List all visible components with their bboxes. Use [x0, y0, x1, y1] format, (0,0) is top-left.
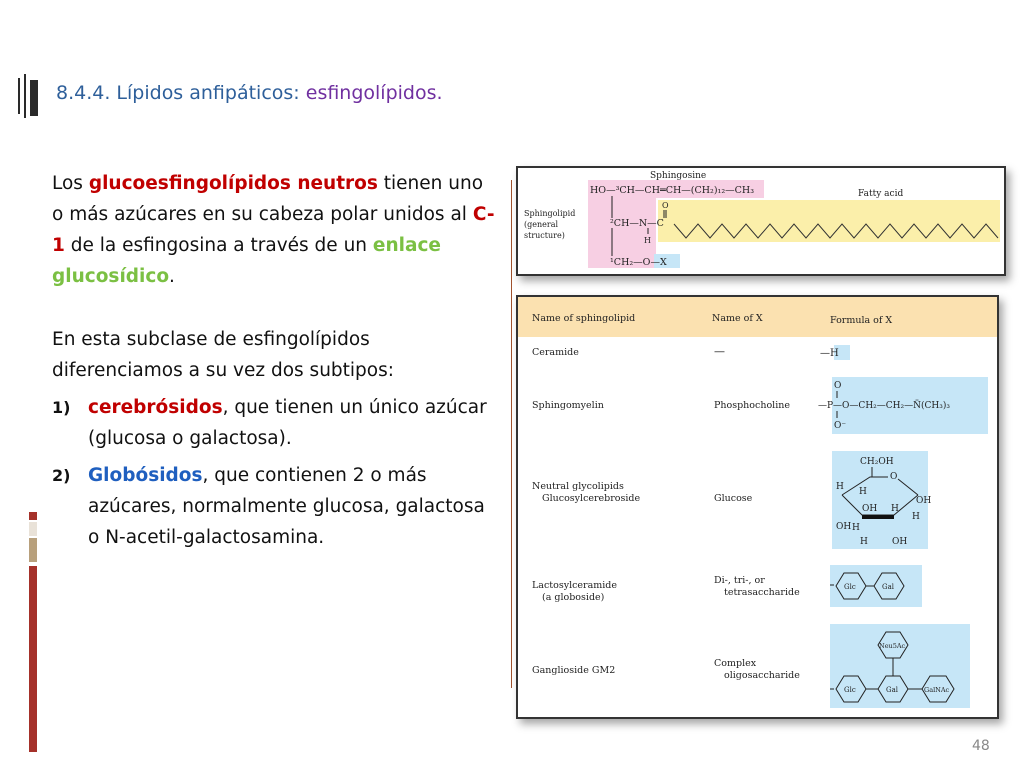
sphingolipid-structure-figure: Sphingosine Fatty acid Sphingolipid (gen…: [516, 166, 1006, 276]
svg-text:¹CH₂—O—: ¹CH₂—O—: [610, 257, 660, 268]
svg-text:Sphingolipid: Sphingolipid: [524, 209, 575, 218]
header-name: Name of sphingolipid: [532, 313, 635, 324]
svg-text:CH₂OH: CH₂OH: [860, 457, 894, 467]
hex-neu5ac: Neu5Ac: [879, 642, 906, 650]
svg-text:OH: OH: [916, 496, 931, 506]
svg-text:(general: (general: [524, 220, 558, 229]
slide-title: 8.4.4. Lípidos anfipáticos: esfingolípid…: [56, 82, 443, 104]
svg-text:H: H: [891, 504, 899, 514]
body-text: Los glucoesfingolípidos neutros tienen u…: [52, 168, 500, 553]
svg-text:OH: OH: [836, 522, 851, 532]
svg-text:OH: OH: [892, 537, 907, 547]
svg-text:H: H: [852, 523, 860, 533]
svg-text:H: H: [644, 236, 651, 245]
svg-text:Ganglioside GM2: Ganglioside GM2: [532, 665, 615, 676]
svg-text:H: H: [912, 512, 920, 522]
highlight-c1: C-1: [52, 204, 495, 256]
hex-glc-2: Glc: [844, 686, 856, 694]
decor-bar-tan: [29, 522, 37, 536]
x-group: X: [660, 257, 667, 268]
svg-text:Glucose: Glucose: [714, 493, 753, 504]
svg-text:Ceramide: Ceramide: [532, 347, 579, 358]
highlight-cerebrosidos: cerebrósidos: [88, 397, 223, 418]
highlight-glucoesfingolipidos: glucoesfingolípidos neutros: [88, 173, 378, 194]
phosphocholine-formula: —P—O—CH₂—CH₂—N̈(CH₃)₃: [818, 399, 950, 411]
decor-bar-red-top: [29, 512, 37, 520]
fatty-acid-label: Fatty acid: [858, 189, 903, 199]
svg-text:(a globoside): (a globoside): [542, 592, 604, 603]
svg-text:structure): structure): [524, 231, 565, 240]
svg-text:²CH—N—C: ²CH—N—C: [610, 218, 664, 229]
paragraph-2: En esta subclase de esfingolípidos difer…: [52, 329, 394, 381]
svg-text:Glucosylcerebroside: Glucosylcerebroside: [542, 493, 641, 504]
svg-text:—: —: [714, 345, 725, 358]
svg-text:OH: OH: [862, 504, 877, 514]
table-svg: Name of sphingolipid Name of X Formula o…: [518, 297, 997, 708]
decor-bar-beige: [29, 538, 37, 562]
list-item-2: 2)Globósidos, que contienen 2 o más azúc…: [52, 465, 485, 548]
svg-text:H: H: [836, 482, 844, 492]
header-x: Name of X: [712, 313, 763, 324]
svg-text:Sphingomyelin: Sphingomyelin: [532, 400, 604, 411]
page-number: 48: [972, 738, 990, 754]
paragraph-1: Los glucoesfingolípidos neutros tienen u…: [52, 173, 495, 287]
hex-galnac: GalNAc: [924, 686, 950, 694]
title-emphasis: esfingolípidos: [305, 82, 437, 104]
svg-text:tetrasaccharide: tetrasaccharide: [724, 587, 800, 598]
svg-text:O: O: [662, 201, 669, 210]
fatty-acid-chain: [673, 223, 999, 239]
header-formula: Formula of X: [830, 315, 892, 326]
hex-glc-1: Glc: [844, 583, 856, 591]
svg-text:O: O: [834, 381, 841, 391]
highlight-globosidos: Globósidos: [88, 465, 203, 486]
svg-text:O⁻: O⁻: [834, 421, 846, 431]
hex-gal-2: Gal: [886, 686, 899, 694]
svg-text:Neutral glycolipids: Neutral glycolipids: [532, 481, 624, 492]
ceramide-formula: —H: [820, 348, 839, 359]
svg-text:oligosaccharide: oligosaccharide: [724, 670, 800, 681]
svg-text:Lactosylceramide: Lactosylceramide: [532, 580, 617, 591]
svg-text:Complex: Complex: [714, 658, 757, 669]
hex-gal-1: Gal: [882, 583, 895, 591]
title-decoration: [18, 74, 38, 118]
highlight-enlace: enlace glucosídico: [52, 235, 441, 287]
svg-text:H: H: [859, 487, 867, 497]
svg-text:O: O: [890, 472, 897, 482]
list-item-1: 1)cerebrósidos, que tienen un único azúc…: [52, 397, 487, 449]
svg-text:Phosphocholine: Phosphocholine: [714, 400, 790, 411]
svg-text:H: H: [860, 537, 868, 547]
sphingolipid-table-figure: Name of sphingolipid Name of X Formula o…: [516, 295, 999, 719]
glucose-ring: CH₂OH O H H H OH OH H H OH H OH: [836, 457, 931, 547]
sphingosine-label: Sphingosine: [650, 171, 706, 181]
divider-line: [511, 180, 512, 688]
sphingosine-chain: HO—³CH—CH═CH—(CH₂)₁₂—CH₃: [590, 185, 754, 196]
svg-text:Di-, tri-, or: Di-, tri-, or: [714, 575, 765, 586]
structure-svg: Sphingosine Fatty acid Sphingolipid (gen…: [524, 171, 1000, 268]
decor-bar-red-long: [29, 566, 37, 752]
